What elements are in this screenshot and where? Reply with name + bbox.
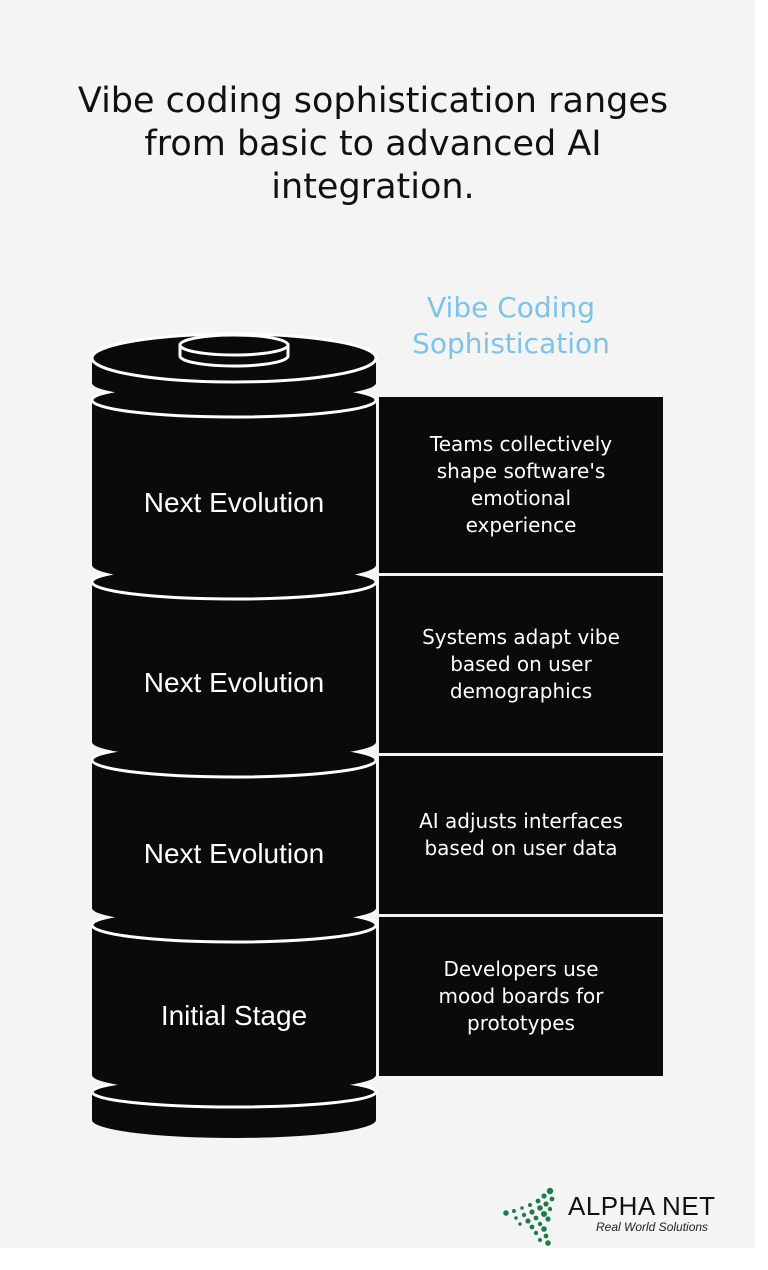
stack-terminal-top	[178, 333, 290, 357]
stage-label-4: Initial Stage	[160, 1000, 308, 1031]
stage-description-box-1: Teams collectively shape software's emot…	[379, 397, 663, 573]
dot-network-logo-icon	[503, 1187, 555, 1246]
logo-name: ALPHA NET	[568, 1191, 716, 1221]
stage-description-box-2: Systems adapt vibe based on user demogra…	[379, 576, 663, 753]
stack-segment-1	[92, 400, 376, 583]
logo-tagline: Real World Solutions	[596, 1220, 709, 1234]
page-title: Vibe coding sophistication ranges from b…	[77, 81, 669, 207]
stage-description-box-3: AI adjusts interfaces based on user data	[379, 756, 663, 914]
stage-description-2: Systems adapt vibe based on user demogra…	[422, 625, 620, 703]
stage-label-2: Next Evolution	[143, 667, 325, 698]
stack-segment-3	[92, 760, 376, 925]
stage-label-3: Next Evolution	[143, 838, 325, 869]
stack-segment-initial-stage	[92, 925, 376, 1092]
stage-description-3: AI adjusts interfaces based on user data	[419, 809, 623, 860]
stage-description-1: Teams collectively shape software's emot…	[429, 432, 613, 537]
stage-label-1: Next Evolution	[143, 487, 325, 518]
diagram-subtitle: Vibe Coding Sophistication	[412, 291, 610, 360]
stage-description-box-4: Developers use mood boards for prototype…	[379, 917, 663, 1076]
stage-description-4: Developers use mood boards for prototype…	[438, 957, 604, 1035]
alpha-net-logo: ALPHA NET Real World Solutions	[500, 1184, 750, 1248]
stack-segment-2	[92, 582, 376, 759]
